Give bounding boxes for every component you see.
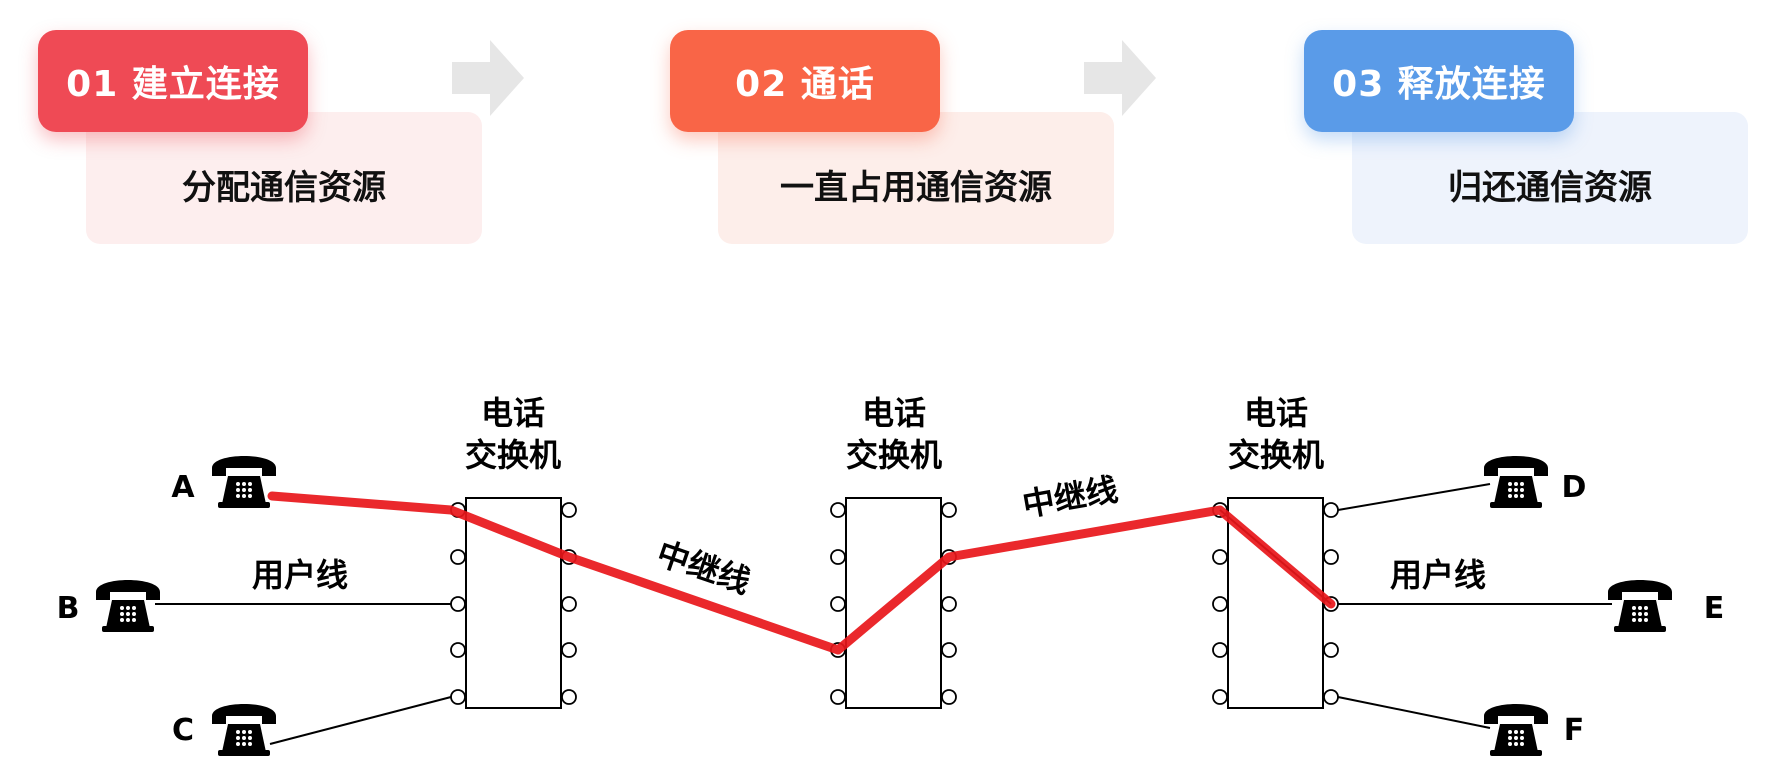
flow-arrow-icon [1084,40,1156,116]
step-3-label: 03 释放连接 [1332,64,1546,105]
phone-c-icon [212,704,276,756]
step-2-desc: 一直占用通信资源 [780,168,1052,208]
phone-e-label: E [1704,591,1725,626]
user-lines [155,483,1612,745]
switch-1-label-line2: 交换机 [465,436,561,474]
step-3-card [1352,112,1748,244]
switch-2: 电话 交换机 [830,394,957,709]
switch-2-label-line1: 电话 [862,394,926,432]
circuit-switching-diagram: 电话 交换机 电话 交换机 电话 交换机 [57,394,1725,756]
step-2-badge: 02 通话 [670,30,940,132]
step-1-badge: 01 建立连接 [38,30,308,132]
phone-d-label: D [1562,470,1587,505]
phone-b-icon [96,580,160,632]
trunk-label-right: 中继线 [1020,470,1121,524]
user-line-label-left: 用户线 [252,556,348,594]
step-3-badge: 03 释放连接 [1304,30,1574,132]
step-2-label: 02 通话 [735,64,875,105]
phone-a-label: A [171,470,195,505]
step-3-desc: 归还通信资源 [1448,168,1652,208]
phone-c-label: C [172,713,194,748]
step-2-card [718,112,1114,244]
switch-3-label-line2: 交换机 [1228,436,1324,474]
switch-1-label-line1: 电话 [481,394,545,432]
switch-3: 电话 交换机 [1212,394,1339,709]
step-1-desc: 分配通信资源 [182,168,386,208]
phone-f-label: F [1564,713,1585,748]
switch-3-label-line1: 电话 [1244,394,1308,432]
switch-2-label-line2: 交换机 [846,436,942,474]
user-line-label-right: 用户线 [1390,556,1486,594]
flow-arrow-icon [452,40,524,116]
phone-e-icon [1608,580,1672,632]
phone-d-icon [1484,456,1548,508]
step-1-label: 01 建立连接 [66,64,280,105]
step-1-card [86,112,482,244]
phone-a-icon [212,456,276,508]
phone-b-label: B [57,591,80,626]
phone-f-icon [1484,704,1548,756]
connection-path [267,491,1336,655]
